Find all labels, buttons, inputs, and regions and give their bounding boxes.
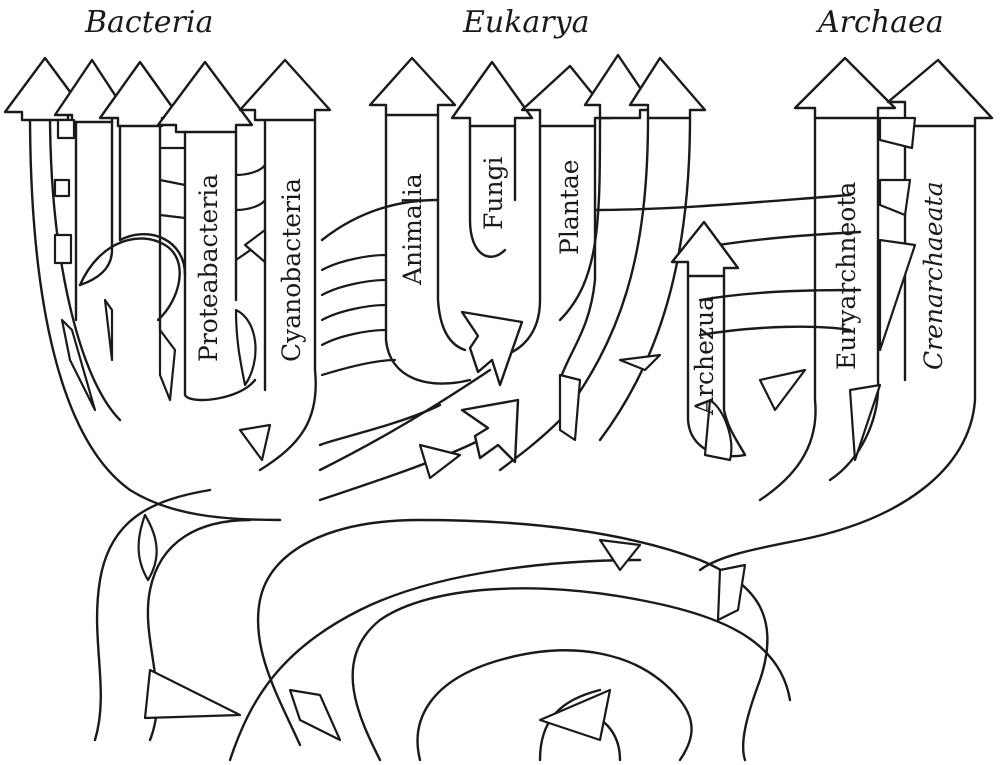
transfer-arrowhead (460, 398, 520, 464)
lineage-gap (848, 383, 882, 462)
archezua-stem (722, 274, 747, 457)
archaea-cluster (698, 56, 994, 572)
lineage-gap (558, 373, 582, 442)
transfer-rung (158, 213, 187, 220)
transfer-loop (118, 233, 187, 277)
transfer-link (698, 288, 862, 302)
lineage-gap (878, 178, 912, 217)
euryarchaeota-stem (828, 116, 880, 482)
transfer-rung (320, 303, 388, 322)
root-gap (598, 538, 642, 572)
animalia-arrow (368, 56, 457, 117)
proteobacteria-arrow (156, 60, 254, 134)
lineage-gap (758, 368, 807, 412)
clade-label-archezua: Archezua (690, 296, 719, 416)
root-strand (93, 488, 212, 742)
plantae-arrow (520, 64, 614, 128)
transfer-rung (320, 358, 397, 377)
transfer-link (320, 198, 440, 242)
lineage-gap (703, 398, 733, 462)
bacteria-stem (78, 120, 114, 287)
lineage-gap (56, 118, 76, 140)
lineage-gap (158, 328, 177, 402)
transfer-arrowhead (460, 310, 524, 387)
root-network (93, 488, 792, 762)
domain-label-archaea: Archaea (815, 5, 944, 40)
transfer-arrow (318, 368, 492, 472)
fungi-stem (468, 124, 507, 258)
root-strand (228, 558, 642, 762)
transfer-rung (234, 163, 267, 177)
euryarchaeota-stem (758, 116, 817, 502)
transfer-rung (320, 328, 388, 347)
root-gap (143, 668, 242, 720)
eukarya-stem (498, 116, 650, 472)
lineage-gap (234, 308, 257, 387)
clade-label-crenarchaeota: Crenarchaeata (919, 182, 948, 371)
lineage-gap (878, 116, 917, 150)
transfer-loop (78, 237, 181, 322)
lineage-gap (60, 318, 97, 412)
bacteria-cluster (3, 56, 332, 522)
clade-label-proteobacteria: Proteabacteria (194, 174, 223, 362)
clade-label-plantae: Plantae (555, 159, 584, 255)
archezua-arrow (670, 220, 740, 278)
clade-label-animalia: Animalia (398, 173, 427, 286)
archezua-branch (670, 220, 747, 462)
eukarya-arrow (628, 56, 707, 120)
clade-label-fungi: Fungi (479, 156, 508, 230)
root-gap (288, 688, 342, 742)
animalia-stem (384, 113, 472, 385)
domain-label-bacteria: Bacteria (84, 5, 213, 40)
root-gap (137, 513, 158, 582)
bacteria-branch (48, 110, 122, 422)
lineage-gap (103, 298, 114, 362)
animalia-stem (436, 113, 467, 352)
domain-label-eukarya: Eukarya (462, 5, 589, 40)
eukarya-cluster (238, 53, 862, 502)
root-strand (256, 518, 769, 762)
proteobacteria-stem (183, 130, 257, 402)
cyanobacteria-stem (258, 118, 317, 472)
root-gap (538, 688, 612, 742)
transfer-link (698, 325, 852, 337)
fungi-arrow (450, 60, 534, 128)
euryarchaeota-arrow (793, 56, 897, 120)
lineage-gap (238, 423, 272, 462)
eukarya-stem (598, 116, 692, 442)
bacteria-branch (28, 110, 282, 522)
cyanobacteria-arrow (238, 58, 332, 122)
transfer-arrow (318, 438, 482, 502)
transfer-arrow (318, 403, 442, 447)
lineage-gap (878, 238, 917, 352)
lineage-gap (243, 228, 267, 264)
transfer-rung (320, 278, 388, 297)
clade-label-cyanobacteria: Cyanobacteria (277, 178, 306, 362)
lineage-gap (53, 233, 73, 265)
transfer-link (593, 193, 852, 212)
root-strand (416, 649, 693, 762)
crenarchaeota-arrow (886, 58, 994, 128)
lineage-gap (53, 178, 71, 198)
clade-label-euryarchaeota: Euryarchneota (832, 182, 861, 370)
root-gap (716, 563, 747, 622)
plantae-stem (558, 124, 597, 382)
transfer-rung (234, 198, 267, 212)
eukarya-stem (558, 116, 602, 322)
transfer-rung (158, 178, 187, 187)
transfer-rung (320, 253, 388, 272)
crenarchaeota-stem (698, 124, 977, 572)
lineage-gap (418, 443, 462, 480)
lineage-gap (618, 353, 662, 372)
root-strand (351, 587, 792, 762)
